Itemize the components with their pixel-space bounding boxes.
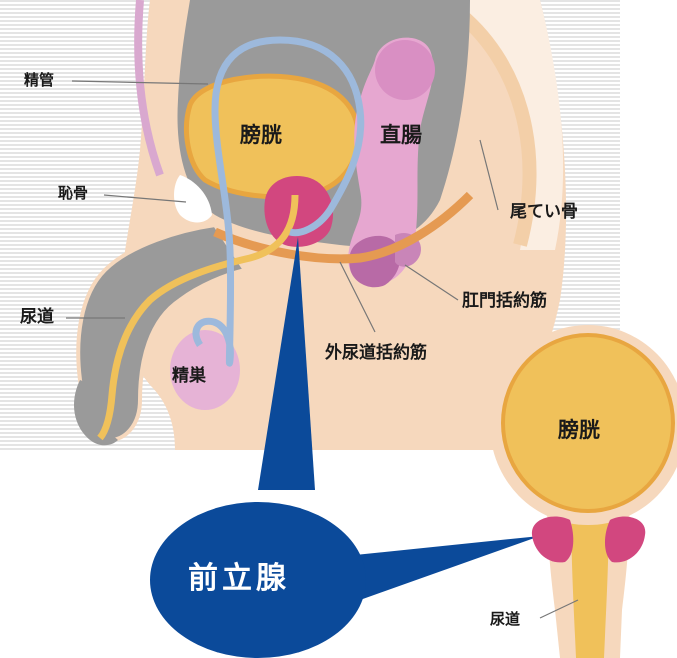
label-anal-sphincter: 肛門括約筋 [462,293,547,310]
label-prostate-callout: 前立腺 [188,564,290,594]
label-inset-urethra: 尿道 [490,612,520,627]
prostate-organ [264,176,333,247]
label-bladder: 膀胱 [240,125,282,146]
callout-pointer-inset [355,536,540,600]
label-testis: 精巣 [172,368,206,385]
label-urethra: 尿道 [20,309,54,326]
label-tailbone: 尾てい骨 [510,204,578,221]
label-vas-deferens: 精管 [24,73,54,88]
inset-prostate-left [532,516,573,562]
label-external-urethral-sphincter: 外尿道括約筋 [325,345,427,362]
label-rectum: 直腸 [380,125,422,146]
inset-prostate-right [605,516,645,562]
label-pubic-bone: 恥骨 [58,186,88,201]
rectum-top [375,40,435,100]
label-inset-bladder: 膀胱 [558,420,600,441]
